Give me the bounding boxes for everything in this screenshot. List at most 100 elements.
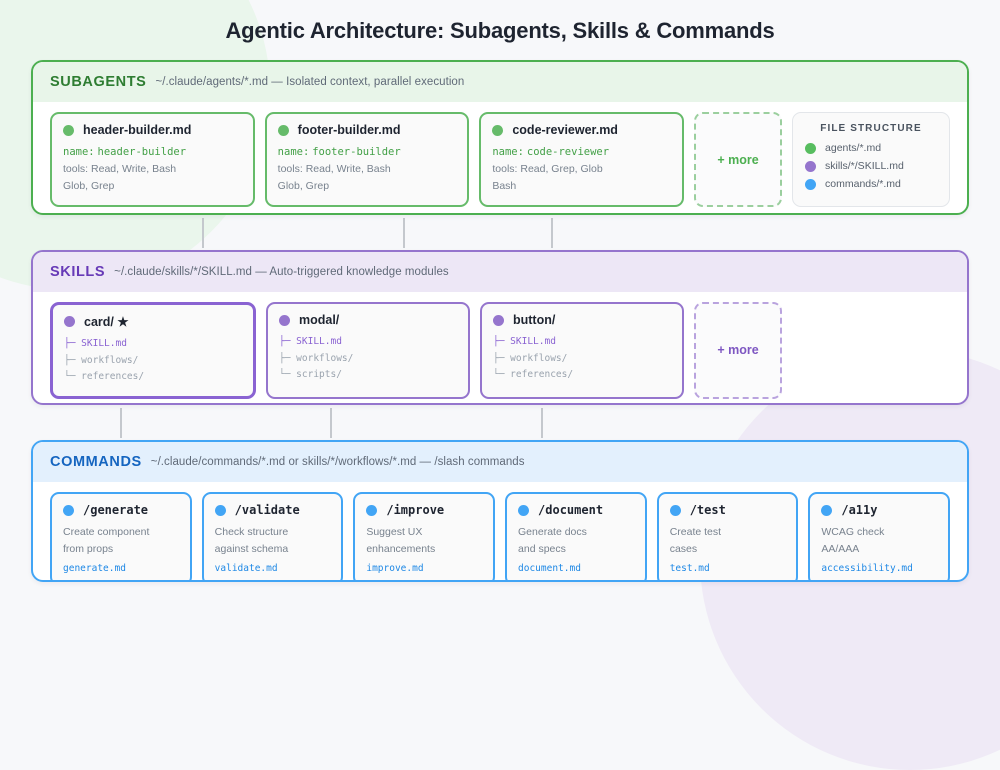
subagent-tools-line2: Glob, Grep bbox=[277, 180, 330, 192]
command-card[interactable]: /document Generate docs and specs docume… bbox=[505, 492, 647, 580]
subagent-card-header: header-builder.md bbox=[63, 123, 242, 137]
subagent-name-value: footer-builder bbox=[312, 146, 401, 158]
command-card-title: /improve bbox=[386, 503, 445, 517]
command-desc-line2: against schema bbox=[214, 543, 289, 555]
subagent-tools-line1: Read, Write, Bash bbox=[305, 163, 391, 175]
section-subagents: SUBAGENTS ~/.claude/agents/*.md — Isolat… bbox=[31, 60, 969, 215]
command-card-title: /validate bbox=[234, 503, 300, 517]
command-desc-line2: cases bbox=[669, 543, 698, 555]
command-card-title: /generate bbox=[83, 503, 149, 517]
subagent-name-value: code-reviewer bbox=[526, 146, 610, 158]
skill-tree-item: ├─ SKILL.md bbox=[64, 338, 127, 349]
status-dot-icon bbox=[669, 504, 681, 516]
subagent-tools-line2: Bash bbox=[492, 180, 517, 192]
command-card[interactable]: /validate Check structure against schema… bbox=[201, 492, 344, 580]
command-file: document.md bbox=[518, 563, 581, 574]
command-card-header: /generate bbox=[63, 503, 179, 517]
skill-tree-item: ├─ SKILL.md bbox=[279, 336, 342, 347]
section-skills: SKILLS ~/.claude/skills/*/SKILL.md — Aut… bbox=[31, 250, 969, 405]
skill-card-header: modal/ bbox=[279, 313, 457, 327]
skill-card-header: card/ ★ bbox=[64, 314, 242, 329]
command-card[interactable]: /test Create test cases test.md bbox=[656, 492, 799, 580]
command-file: generate.md bbox=[63, 563, 126, 574]
command-card[interactable]: /a11y WCAG check AA/AAA accessibility.md bbox=[808, 492, 951, 580]
skills-section-name: SKILLS bbox=[50, 264, 106, 280]
skills-more-button[interactable]: + more bbox=[694, 302, 782, 399]
subagent-card-title: code-reviewer.md bbox=[512, 123, 618, 137]
subagent-card-title: footer-builder.md bbox=[297, 123, 401, 137]
connector-skills-commands-1 bbox=[120, 408, 122, 438]
skill-card-title: card/ ★ bbox=[84, 315, 129, 329]
status-dot-icon bbox=[821, 504, 833, 516]
legend-title: FILE STRUCTURE bbox=[820, 123, 922, 134]
subagent-card-title: header-builder.md bbox=[83, 123, 192, 137]
subagent-card[interactable]: footer-builder.md name: footer-builder t… bbox=[264, 112, 470, 207]
command-card-title: /test bbox=[689, 503, 726, 517]
command-desc-line1: Suggest UX bbox=[366, 526, 423, 538]
subagent-card[interactable]: header-builder.md name: header-builder t… bbox=[50, 112, 255, 207]
status-dot-icon bbox=[279, 314, 290, 326]
subagent-name-value: header-builder bbox=[97, 146, 187, 158]
legend-label-agents: agents/*.md bbox=[825, 142, 882, 154]
command-file: accessibility.md bbox=[821, 563, 913, 574]
status-dot-icon bbox=[277, 124, 289, 136]
subagent-card[interactable]: code-reviewer.md name: code-reviewer too… bbox=[479, 112, 685, 207]
command-desc-line1: Create test bbox=[669, 526, 722, 538]
legend-row: agents/*.md bbox=[805, 142, 937, 154]
command-card[interactable]: /improve Suggest UX enhancements improve… bbox=[353, 492, 496, 580]
command-file: improve.md bbox=[366, 563, 424, 574]
skill-tree-item: └─ references/ bbox=[493, 369, 574, 381]
skill-tree-item: ├─ workflows/ bbox=[279, 352, 354, 364]
command-file: validate.md bbox=[214, 563, 278, 574]
command-card-title: /a11y bbox=[841, 503, 878, 517]
subagent-name-label: name: bbox=[277, 146, 310, 158]
connector-skills-commands-3 bbox=[541, 408, 543, 438]
command-card-header: /a11y bbox=[821, 503, 937, 517]
commands-section-name: COMMANDS bbox=[50, 454, 142, 470]
subagent-tools-row: tools: Read, Grep, Glob bbox=[492, 161, 671, 178]
skill-card[interactable]: card/ ★ ├─ SKILL.md ├─ workflows/ └─ ref… bbox=[50, 302, 256, 399]
subagent-tools-label: tools: bbox=[492, 163, 518, 175]
status-dot-icon bbox=[214, 504, 226, 516]
subagent-name-label: name: bbox=[63, 146, 95, 158]
command-card-header: /improve bbox=[366, 503, 482, 517]
connector-subagents-skills-2 bbox=[403, 218, 405, 248]
legend-row: skills/*/SKILL.md bbox=[805, 160, 937, 172]
skill-card-title: button/ bbox=[513, 313, 556, 327]
commands-header: COMMANDS ~/.claude/commands/*.md or skil… bbox=[33, 442, 967, 482]
status-dot-icon bbox=[63, 504, 74, 516]
skills-card-list: card/ ★ ├─ SKILL.md ├─ workflows/ └─ ref… bbox=[33, 292, 967, 403]
skill-tree: ├─ SKILL.md ├─ workflows/ └─ references/ bbox=[493, 334, 671, 384]
skill-card[interactable]: modal/ ├─ SKILL.md ├─ workflows/ └─ scri… bbox=[266, 302, 470, 399]
command-desc-line2: AA/AAA bbox=[821, 543, 860, 555]
subagents-header: SUBAGENTS ~/.claude/agents/*.md — Isolat… bbox=[33, 62, 967, 102]
legend-dot-skills-icon bbox=[805, 160, 817, 172]
subagents-section-name: SUBAGENTS bbox=[50, 74, 147, 90]
subagent-name-row: name: footer-builder bbox=[278, 144, 457, 161]
legend-dot-agents-icon bbox=[805, 142, 817, 154]
subagents-more-button[interactable]: + more bbox=[694, 112, 783, 207]
skill-card-title: modal/ bbox=[299, 313, 340, 327]
status-dot-icon bbox=[518, 504, 530, 516]
command-desc-line2: from props bbox=[63, 543, 114, 555]
subagents-card-list: header-builder.md name: header-builder t… bbox=[33, 102, 967, 213]
status-dot-icon bbox=[366, 504, 378, 516]
command-desc-line1: Check structure bbox=[214, 526, 289, 538]
legend-dot-commands-icon bbox=[805, 178, 817, 190]
connector-subagents-skills-3 bbox=[551, 218, 553, 248]
skill-tree-item: ├─ SKILL.md bbox=[493, 336, 556, 347]
skills-spacer bbox=[792, 302, 950, 399]
legend-label-skills: skills/*/SKILL.md bbox=[825, 160, 904, 172]
command-file: test.md bbox=[669, 563, 710, 574]
skill-tree: ├─ SKILL.md ├─ workflows/ └─ references/ bbox=[64, 336, 242, 386]
command-desc-line1: WCAG check bbox=[821, 526, 885, 538]
skills-header: SKILLS ~/.claude/skills/*/SKILL.md — Aut… bbox=[33, 252, 967, 292]
command-card[interactable]: /generate Create component from props ge… bbox=[50, 492, 192, 580]
command-card-header: /document bbox=[518, 503, 634, 517]
skill-tree-item: ├─ workflows/ bbox=[64, 354, 139, 366]
skill-card[interactable]: button/ ├─ SKILL.md ├─ workflows/ └─ ref… bbox=[480, 302, 684, 399]
command-desc-line1: Create component bbox=[63, 526, 150, 538]
legend-row: commands/*.md bbox=[805, 178, 937, 190]
command-card-header: /validate bbox=[214, 503, 331, 517]
subagent-tools-line1: Read, Grep, Glob bbox=[520, 163, 603, 175]
